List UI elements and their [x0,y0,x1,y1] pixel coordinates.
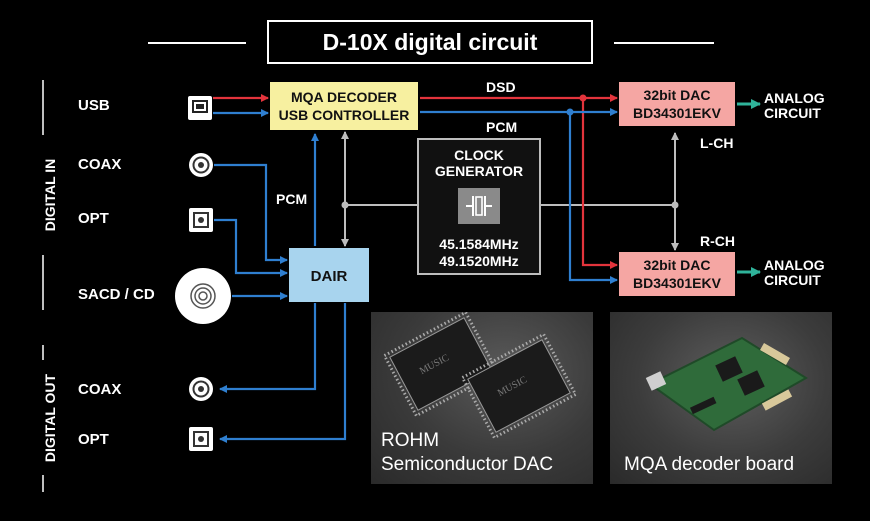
mqa-decoder-box [270,82,418,130]
mqa-board-photo: MQA decoder board [610,312,832,484]
clock-junction-right [671,201,679,209]
dair-label: DAIR [311,268,348,285]
sacd-label: SACD / CD [78,286,155,303]
rohm-caption-line-1: ROHM [381,430,440,451]
crystal-oscillator-icon [458,188,500,224]
dac-lch-label-1: 32bit DAC [644,87,711,103]
mqa-decoder-label: MQA DECODER [291,89,397,105]
usb-port-icon [188,96,212,120]
usb-controller-label: USB CONTROLLER [279,107,410,123]
pcm-junction [566,108,574,116]
digital-in-label: DIGITAL IN [42,159,58,232]
generator-label: GENERATOR [435,163,523,179]
clock-junction-left [341,201,349,209]
dac-lch-label-2: BD34301EKV [633,105,722,121]
dac-rch-box [619,252,735,296]
rch-label: R-CH [700,233,735,249]
analog-top-label-2: CIRCUIT [764,105,821,121]
coax-in-label: COAX [78,156,121,173]
clock-label: CLOCK [454,147,504,163]
coax-in-jack-icon [189,153,213,177]
coax-out-jack-icon [189,377,213,401]
mqa-board-illustration [645,336,808,432]
dsd-junction [579,94,587,102]
opt-out-label: OPT [78,431,109,448]
lch-label: L-CH [700,135,733,151]
pcm-top-label: PCM [486,119,517,135]
analog-bottom-label-2: CIRCUIT [764,272,821,288]
title-rule-right [614,42,714,44]
mqa-board-caption: MQA decoder board [624,454,795,475]
opt-in-port-icon [189,208,213,232]
usb-label: USB [78,97,110,114]
dac-rch-label-2: BD34301EKV [633,275,722,291]
analog-bottom-label-1: ANALOG [764,257,825,273]
dac-lch-box [619,82,735,126]
coax-out-label: COAX [78,381,121,398]
dac-chips-illustration: MUSIC MUSIC [382,312,578,440]
page-title: D-10X digital circuit [322,28,538,55]
opt-out-port-icon [189,427,213,451]
dair-box [289,248,369,302]
freq-45-label: 45.1584MHz [439,236,518,252]
title-box: D-10X digital circuit [267,20,593,64]
dsd-label: DSD [486,79,516,95]
pcm-left-label: PCM [276,191,307,207]
freq-49-label: 49.1520MHz [439,253,518,269]
title-rule-left [148,42,246,44]
rohm-dac-photo: MUSIC MUSIC ROHM Semiconductor DAC [371,312,593,484]
opt-in-label: OPT [78,210,109,227]
analog-top-label-1: ANALOG [764,90,825,106]
pcm-lines [213,108,618,443]
sacd-disc-icon [175,268,231,324]
digital-out-label: DIGITAL OUT [42,373,58,462]
rohm-caption-line-2: Semiconductor DAC [381,454,554,475]
dac-rch-label-1: 32bit DAC [644,257,711,273]
